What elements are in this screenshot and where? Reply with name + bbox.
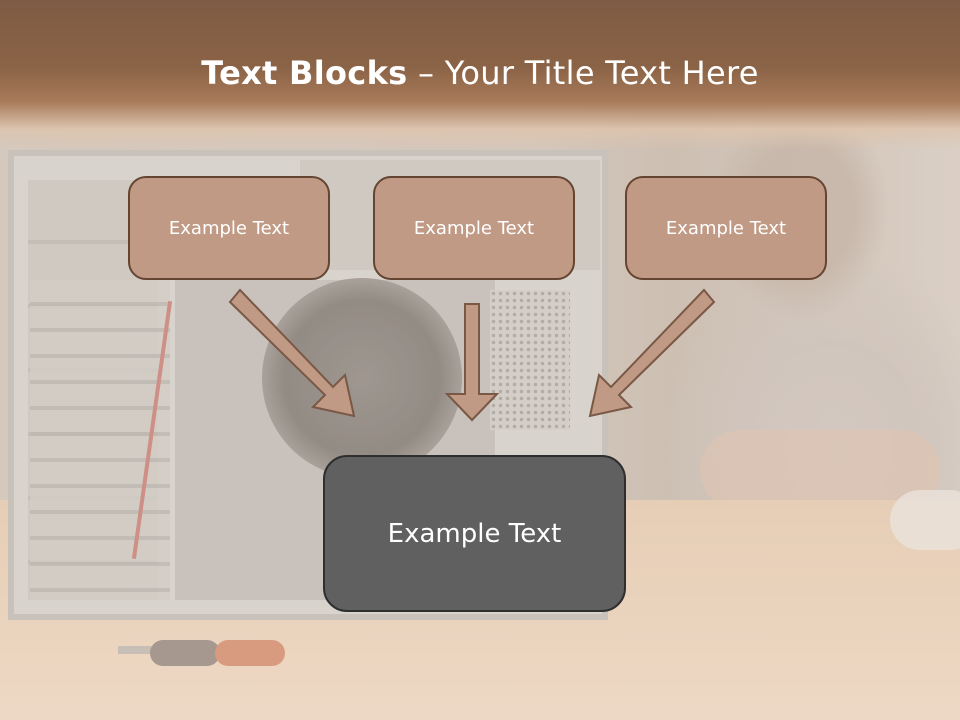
slide-title[interactable]: Text Blocks – Your Title Text Here	[0, 54, 960, 92]
text-block-3-label: Example Text	[665, 217, 787, 239]
target-text-block-label: Example Text	[387, 518, 562, 549]
text-block-2[interactable]: Example Text	[373, 176, 575, 280]
target-text-block[interactable]: Example Text	[323, 455, 626, 612]
text-block-1-label: Example Text	[168, 217, 290, 239]
screwdriver	[215, 640, 285, 666]
text-block-3[interactable]: Example Text	[625, 176, 827, 280]
text-block-1[interactable]: Example Text	[128, 176, 330, 280]
text-block-2-label: Example Text	[413, 217, 535, 239]
title-bold: Text Blocks	[201, 54, 408, 92]
title-banner	[0, 0, 960, 150]
title-rest: – Your Title Text Here	[407, 54, 759, 92]
